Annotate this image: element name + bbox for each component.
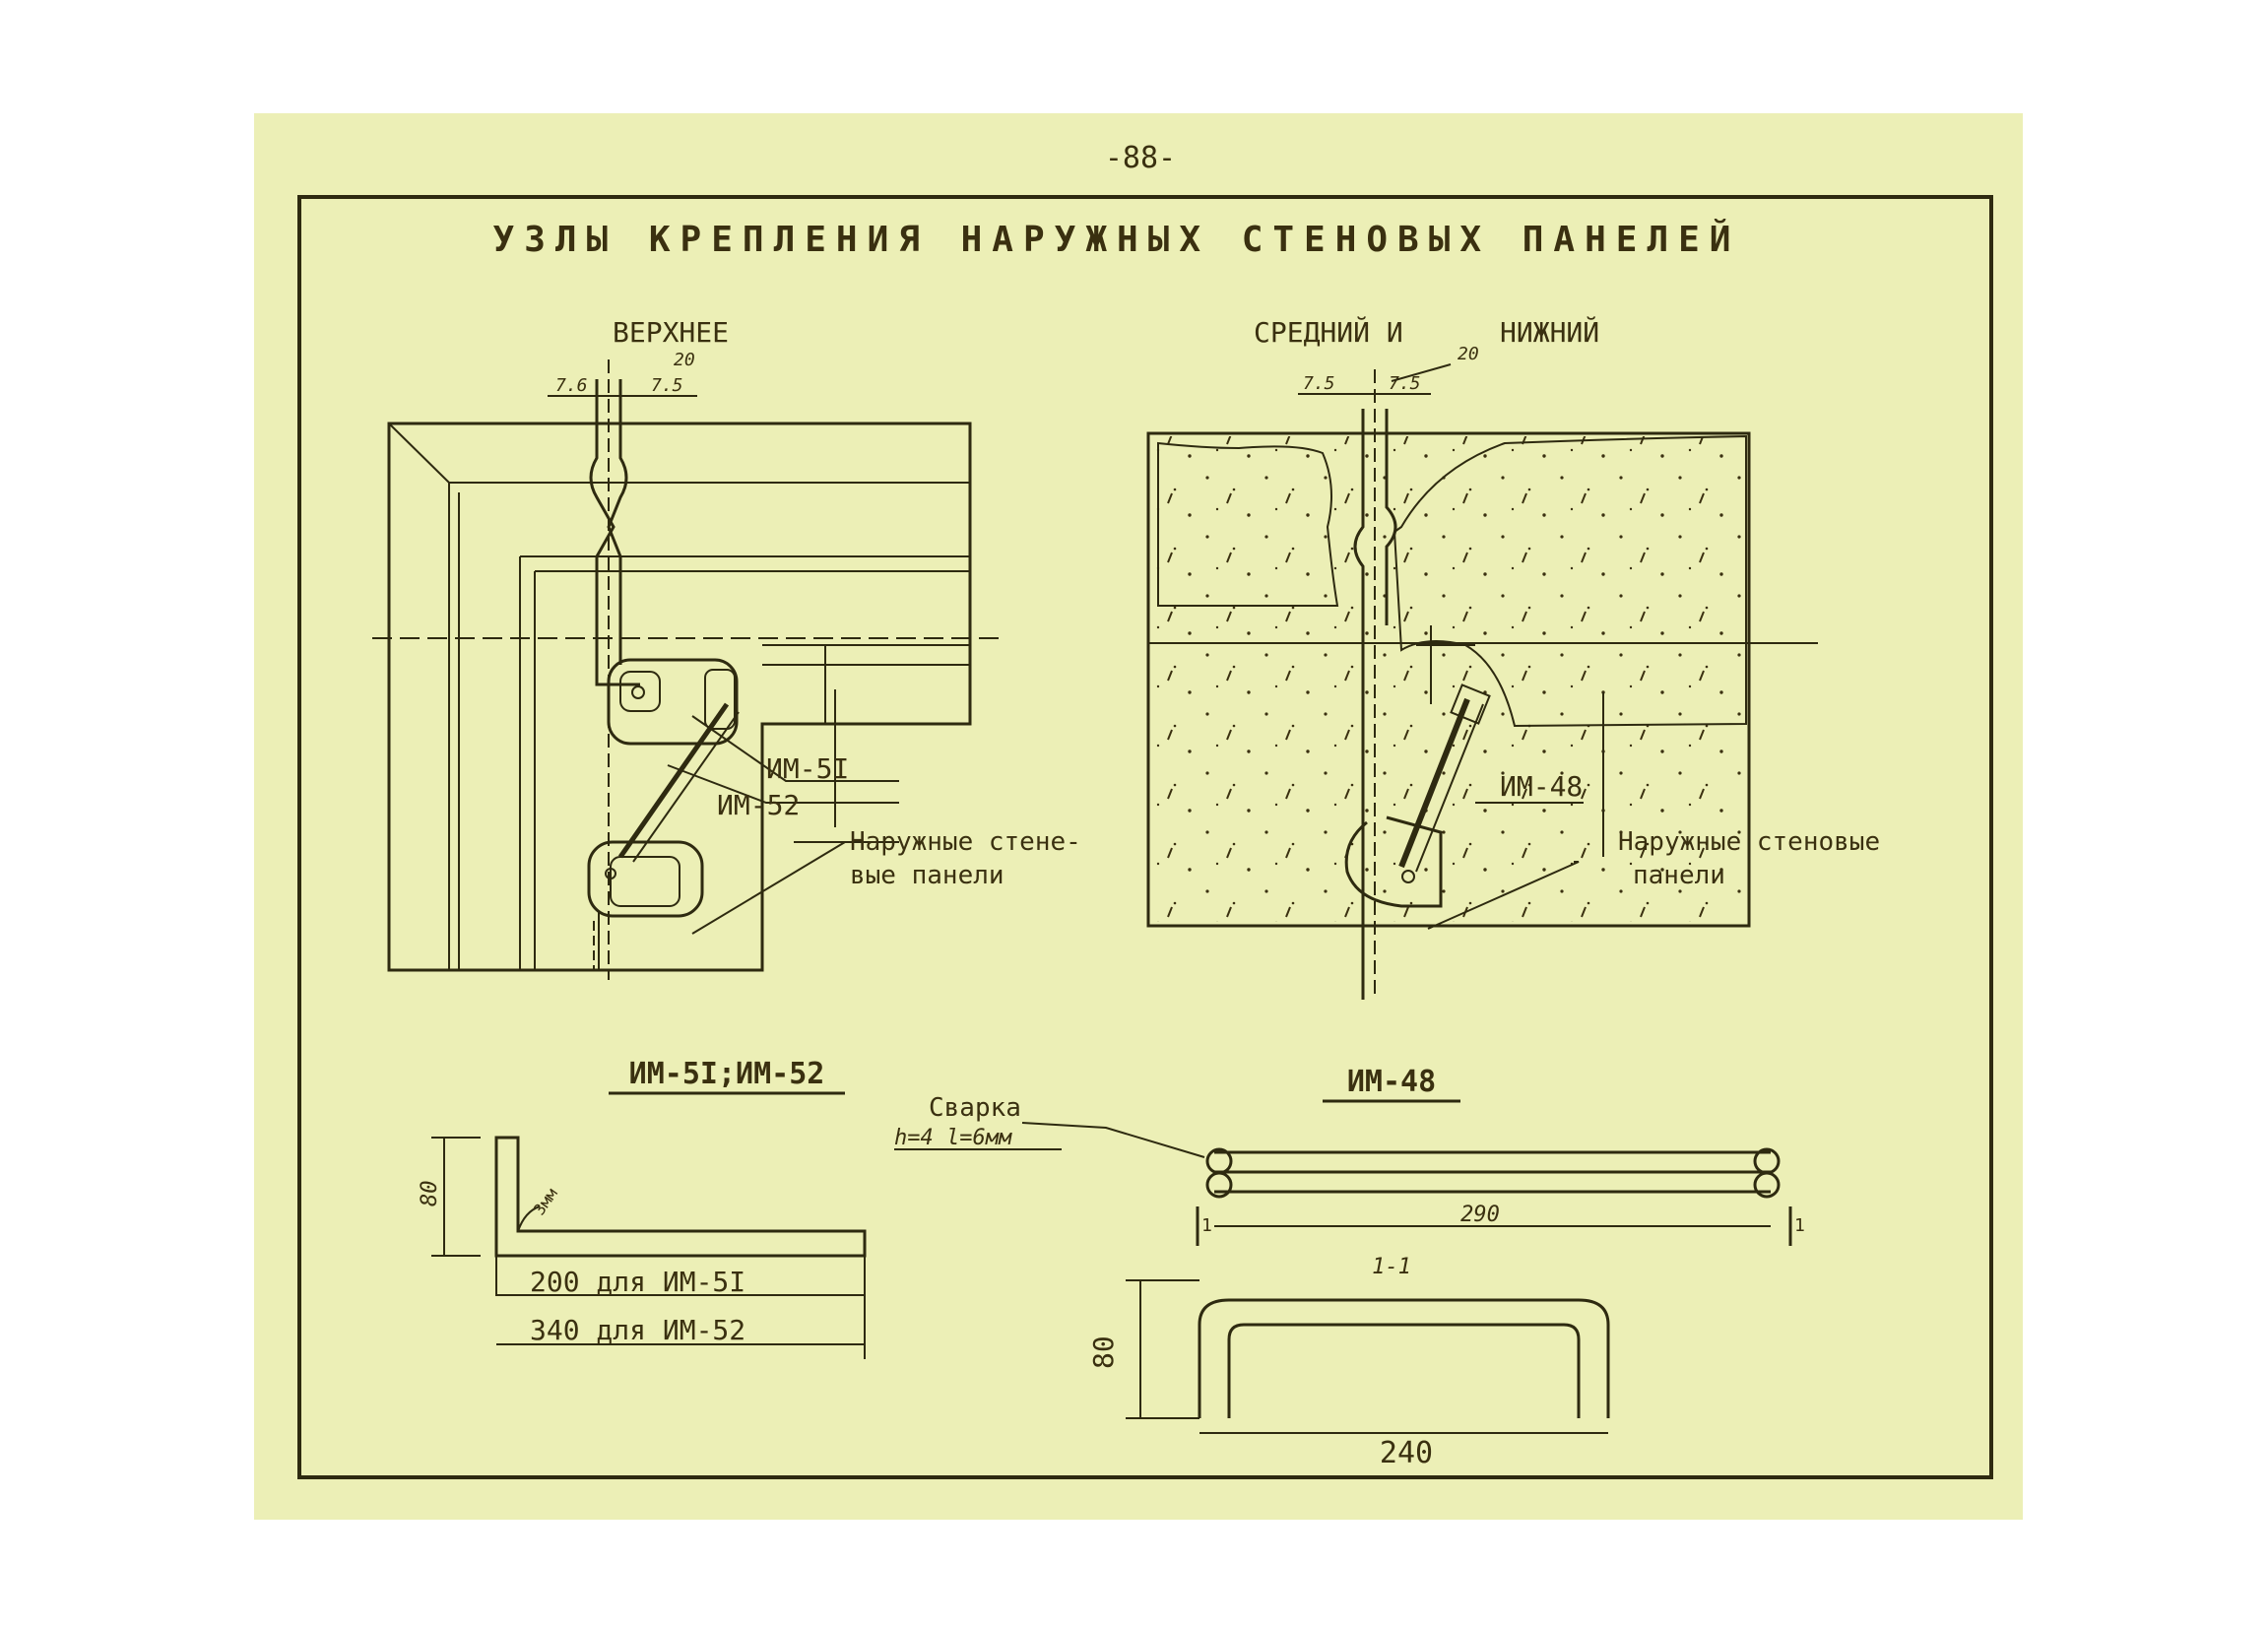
- part-im48-length: 290: [1460, 1203, 1500, 1227]
- left-dim-left: 7.6: [555, 375, 588, 396]
- right-callout-line1: Наружные стеновые: [1618, 827, 1880, 857]
- bracket-plan: [1214, 1150, 1771, 1194]
- right-dim-gap: 20: [1458, 344, 1479, 364]
- section-mark-left: 1: [1201, 1215, 1212, 1236]
- right-detail-title-left: СРЕДНИЙ И: [1254, 315, 1403, 349]
- section-mark-right: 1: [1794, 1215, 1805, 1236]
- drawing-canvas: -88- УЗЛЫ КРЕПЛЕНИЯ НАРУЖНЫХ СТЕНОВЫХ ПА…: [254, 113, 2023, 1520]
- page-number: -88-: [1105, 141, 1176, 175]
- page-title: УЗЛЫ КРЕПЛЕНИЯ НАРУЖНЫХ СТЕНОВЫХ ПАНЕЛЕЙ: [493, 219, 1741, 260]
- label-im51: ИМ-5I: [766, 752, 849, 785]
- right-detail-title-right: НИЖНИЙ: [1500, 315, 1599, 349]
- right-dim-left: 7.5: [1303, 373, 1335, 394]
- weld-label: Сварка: [929, 1093, 1021, 1123]
- label-im48: ИМ-48: [1500, 770, 1583, 803]
- right-callout-line2: панели: [1633, 861, 1725, 890]
- len-im51: 200 для ИМ-5I: [530, 1266, 745, 1298]
- upper-panel-left: [1157, 441, 1339, 607]
- connector-rod-im51: [617, 702, 730, 859]
- right-dim-right: 7.5: [1389, 373, 1421, 394]
- lower-anchor-block: [587, 840, 704, 918]
- left-dim-gap: 20: [674, 350, 695, 370]
- part-im48: ИМ-48 Сварка h=4 l=6мм 290 1 1 1-1 80 24…: [894, 1065, 1805, 1470]
- part-im51-52-title: ИМ-5I;ИМ-52: [629, 1057, 825, 1091]
- anchor-block-im48: [1344, 815, 1443, 908]
- part-im51-52: ИМ-5I;ИМ-52 80 3мм 200 для ИМ-5I 340 для…: [418, 1057, 867, 1359]
- drawing-frame: [297, 195, 1993, 1479]
- section-width: 240: [1380, 1436, 1433, 1470]
- left-callout-line2: вые панели: [850, 861, 1004, 890]
- len-im52: 340 для ИМ-52: [530, 1314, 745, 1346]
- connector-rod-im48: [1398, 697, 1470, 869]
- weld-spec: h=4 l=6мм: [894, 1126, 1012, 1150]
- label-im52: ИМ-52: [717, 789, 800, 821]
- left-detail: ВЕРХНЕЕ 20 7.6 7.5: [372, 316, 1081, 980]
- right-detail: СРЕДНИЙ И НИЖНИЙ 20 7.5 7.5 ИМ-48 Наруж: [1146, 315, 1880, 1000]
- part-im51-52-height: 80: [418, 1181, 442, 1207]
- lower-panel-outline: [1146, 431, 1751, 928]
- left-callout-line1: Наружные стене-: [850, 827, 1081, 857]
- section-height: 80: [1087, 1336, 1120, 1369]
- left-dim-right: 7.5: [651, 375, 683, 396]
- upper-anchor-block: [607, 658, 739, 746]
- section-title: 1-1: [1372, 1255, 1411, 1279]
- section-u-bracket: [1198, 1298, 1610, 1418]
- part-im48-title: ИМ-48: [1347, 1065, 1436, 1099]
- upper-panel-outline: [387, 422, 972, 972]
- left-detail-title: ВЕРХНЕЕ: [613, 316, 729, 349]
- drawing-sheet: -88- УЗЛЫ КРЕПЛЕНИЯ НАРУЖНЫХ СТЕНОВЫХ ПА…: [254, 113, 2023, 1520]
